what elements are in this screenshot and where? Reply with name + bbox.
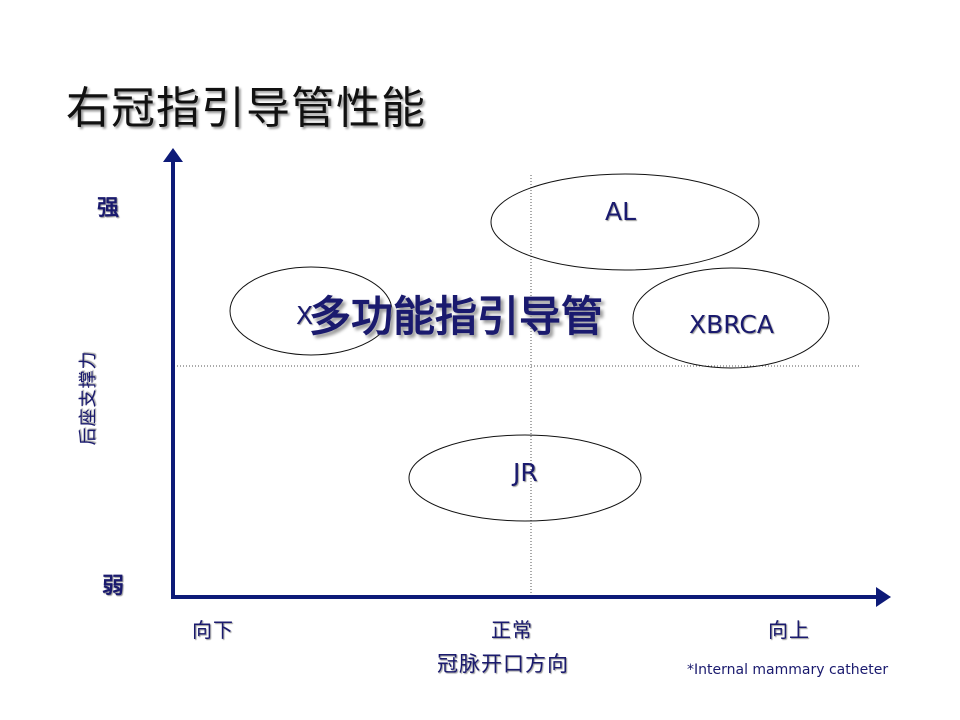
y-axis-title: 后座支撑力 [78, 350, 99, 446]
x-left-label: 向下 [192, 618, 234, 642]
region-label-jr: JR [513, 458, 538, 487]
ellipse-xbrca [632, 267, 830, 369]
x-axis-arrow [876, 587, 891, 607]
ellipse-al [490, 173, 760, 271]
overlay-heading: 多功能指引导管 [309, 292, 604, 341]
y-low-label: 弱 [102, 574, 125, 599]
x-mid-label: 正常 [491, 618, 533, 642]
y-high-label: 强 [97, 196, 120, 221]
ellipse-jr [408, 434, 642, 522]
x-axis-title: 冠脉开口方向 [437, 652, 569, 676]
region-label-al: AL [605, 197, 637, 226]
region-label-left: X [296, 301, 314, 330]
page-title: 右冠指引导管性能 [66, 83, 426, 134]
footnote: *Internal mammary catheter [687, 662, 889, 678]
region-label-xbrca: XBRCA [689, 310, 774, 339]
ellipse-left [229, 266, 393, 356]
y-axis-arrow [163, 148, 183, 162]
x-right-label: 向上 [768, 618, 810, 642]
